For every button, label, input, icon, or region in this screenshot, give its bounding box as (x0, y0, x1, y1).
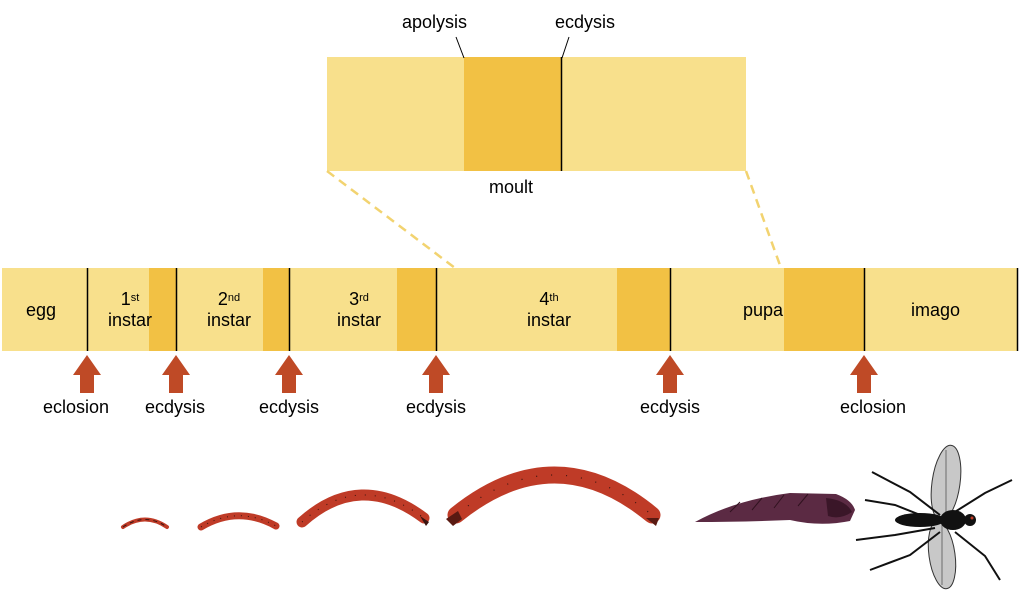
up-arrow-icon (162, 355, 190, 393)
fly-thorax (940, 510, 966, 530)
up-arrow-icon (850, 355, 878, 393)
moult-region-4 (617, 268, 670, 351)
fly-abdomen (895, 513, 945, 527)
stage-egg-label: egg (26, 300, 57, 320)
event-label: eclosion (42, 397, 110, 417)
fourth-instar-larva (446, 466, 661, 526)
zoom-connectors (326, 170, 783, 269)
event-label: ecdysis (639, 397, 701, 417)
up-arrow-icon (275, 355, 303, 393)
timeline-bar (2, 268, 1019, 351)
zoom-moult-region (464, 57, 561, 171)
stage-dividers (86, 268, 1019, 351)
second-instar-larva (197, 512, 280, 531)
third-instar-larva (296, 489, 430, 528)
zoom-pre-moult (327, 57, 464, 171)
up-arrow-icon (73, 355, 101, 393)
apolysis-label: apolysis (402, 12, 468, 32)
moult-label: moult (489, 177, 534, 197)
event-label: ecdysis (144, 397, 206, 417)
moult-region-2 (263, 268, 289, 351)
stage-imago-label: imago (911, 300, 961, 320)
apolysis-leader (455, 36, 465, 59)
fly-head (964, 514, 976, 526)
moult-zoom-panel (327, 36, 746, 171)
first-instar-larva (121, 517, 169, 529)
zoom-post-moult (561, 57, 746, 171)
moult-region-1 (149, 268, 176, 351)
stage-pupa-label: pupa (743, 300, 784, 320)
moult-region-5 (784, 268, 864, 351)
ecdysis-leader (561, 36, 570, 59)
event-label: ecdysis (258, 397, 320, 417)
adult-fly (855, 444, 1013, 590)
event-arrows (73, 355, 878, 393)
ecdysis-label: ecdysis (555, 12, 616, 32)
moult-region-3 (397, 268, 436, 351)
event-label: eclosion (839, 397, 907, 417)
up-arrow-icon (422, 355, 450, 393)
up-arrow-icon (656, 355, 684, 393)
event-label: ecdysis (405, 397, 467, 417)
pupa (695, 493, 855, 524)
